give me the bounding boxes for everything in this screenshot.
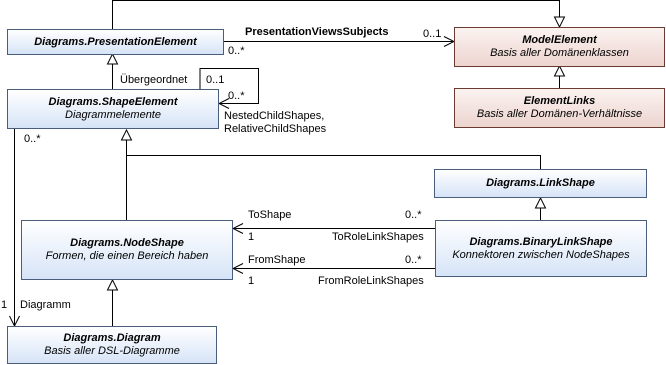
mult-to-shape-link: 0..* bbox=[405, 209, 422, 221]
class-shape-element[interactable]: Diagrams.ShapeElement Diagrammelemente bbox=[7, 89, 219, 129]
class-subtitle: Basis aller DSL-Diagramme bbox=[44, 345, 180, 357]
class-title: Diagrams.BinaryLinkShape bbox=[469, 235, 613, 248]
label-from-shape: FromShape bbox=[248, 254, 306, 266]
class-subtitle: Diagrammelemente bbox=[65, 109, 161, 121]
class-title: ElementLinks bbox=[523, 95, 596, 107]
mult-from-shape-link: 0..* bbox=[405, 254, 422, 266]
mult-diagram-target: 1 bbox=[1, 299, 8, 311]
mult-from-shape: 1 bbox=[248, 275, 255, 287]
class-subtitle: Formen, die einen Bereich haben bbox=[45, 250, 209, 262]
mult-pvs-source: 0..* bbox=[228, 45, 245, 57]
label-to-role-link-shapes: ToRoleLinkShapes bbox=[332, 231, 424, 243]
class-element-links[interactable]: ElementLinks Basis aller Domänen-Verhält… bbox=[454, 88, 665, 128]
inherit-presentation-modelelement bbox=[112, 0, 560, 30]
label-nested-line1: NestedChildShapes, bbox=[224, 110, 325, 122]
class-title: Diagrams.ShapeElement bbox=[48, 96, 178, 108]
class-subtitle: Basis aller Domänenklassen bbox=[490, 47, 629, 59]
class-link-shape[interactable]: Diagrams.LinkShape bbox=[434, 169, 647, 198]
class-subtitle: Konnektoren zwischen NodeShapes bbox=[452, 248, 630, 261]
class-subtitle: Basis aller Domänen-Verhältnisse bbox=[476, 108, 643, 120]
label-nested-line2: RelativeChildShapes bbox=[224, 123, 327, 135]
class-node-shape[interactable]: Diagrams.NodeShape Formen, die einen Ber… bbox=[21, 220, 233, 280]
class-model-element[interactable]: ModelElement Basis aller Domänenklassen bbox=[454, 27, 665, 67]
class-title: Diagrams.Diagram bbox=[63, 332, 161, 344]
assoc-nested-child-shapes bbox=[199, 68, 259, 104]
label-presentation-views-subjects: PresentationViewsSubjects bbox=[245, 26, 389, 38]
mult-diagram-source: 0..* bbox=[24, 133, 41, 145]
label-to-shape: ToShape bbox=[248, 209, 292, 221]
inherit-linkshape-shapeelement bbox=[126, 155, 541, 169]
class-diagram[interactable]: Diagrams.Diagram Basis aller DSL-Diagram… bbox=[7, 326, 217, 364]
mult-to-shape: 1 bbox=[248, 231, 255, 243]
class-title: ModelElement bbox=[522, 34, 597, 46]
class-title: Diagrams.PresentationElement bbox=[34, 35, 197, 48]
label-diagram: Diagramm bbox=[20, 299, 71, 311]
class-binary-link-shape[interactable]: Diagrams.BinaryLinkShape Konnektoren zwi… bbox=[435, 220, 647, 277]
mult-pvs-target: 0..1 bbox=[423, 28, 442, 40]
class-presentation-element[interactable]: Diagrams.PresentationElement bbox=[7, 29, 224, 55]
class-title: Diagrams.NodeShape bbox=[70, 237, 184, 249]
label-from-role-link-shapes: FromRoleLinkShapes bbox=[318, 275, 424, 287]
mult-parent: 0..1 bbox=[206, 74, 225, 86]
class-title: Diagrams.LinkShape bbox=[486, 177, 595, 189]
label-parent: Übergeordnet bbox=[120, 74, 188, 86]
mult-child: 0..* bbox=[228, 90, 245, 102]
